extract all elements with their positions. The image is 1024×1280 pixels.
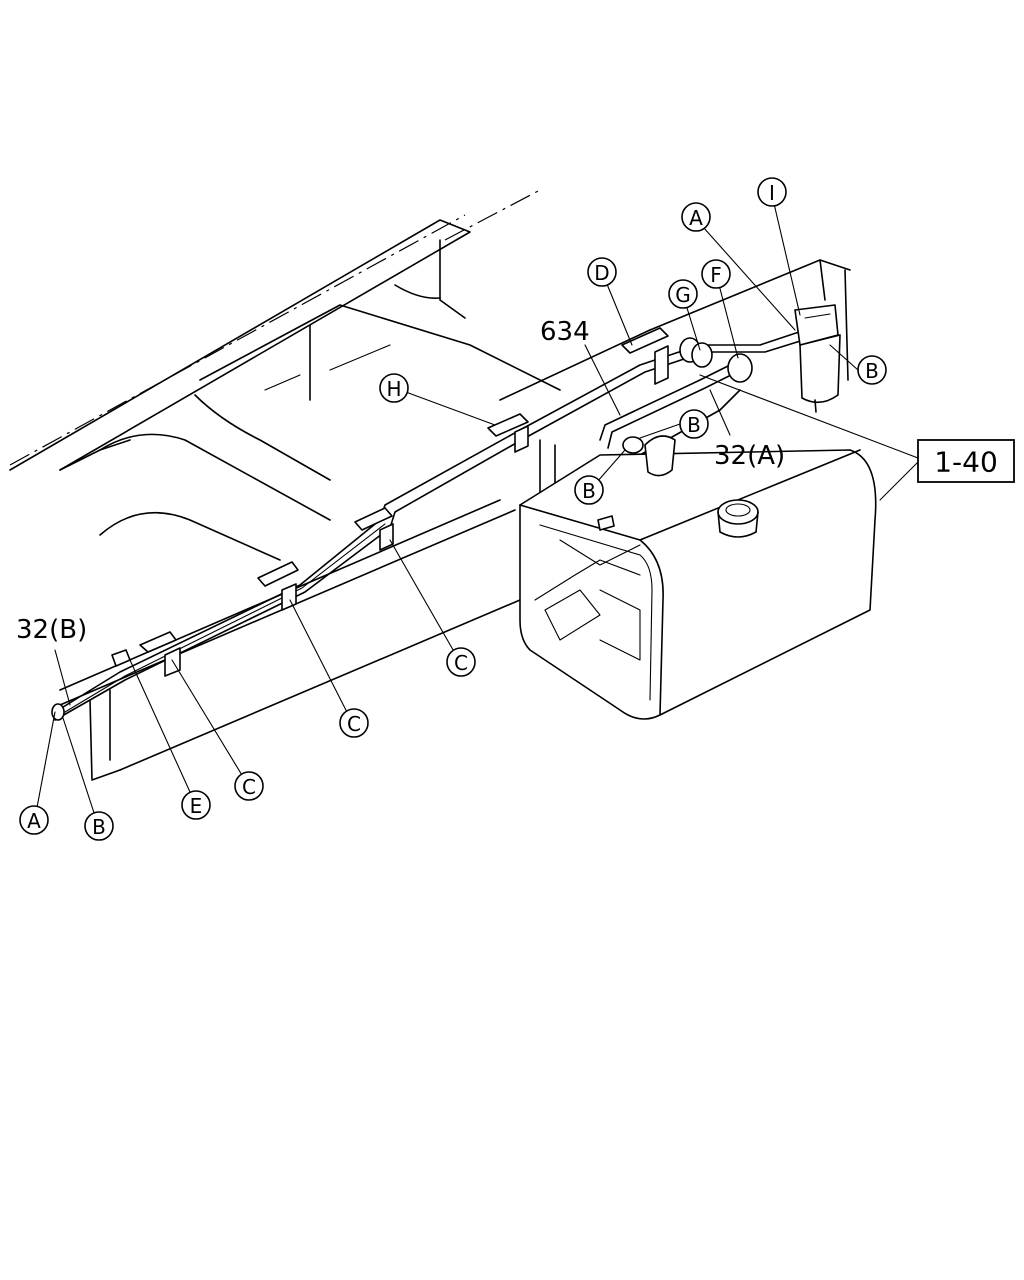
leader-lines <box>34 194 919 826</box>
callout-a-top: A <box>681 202 711 232</box>
svg-text:B: B <box>865 359 879 383</box>
fuel-filter <box>794 304 841 413</box>
callout-c-3: C <box>234 771 264 801</box>
svg-text:C: C <box>347 712 361 736</box>
reference-box: 1-40 <box>917 439 1015 483</box>
svg-text:B: B <box>92 815 106 839</box>
svg-text:D: D <box>594 261 609 285</box>
svg-text:B: B <box>687 413 701 437</box>
part-label-634: 634 <box>540 317 590 347</box>
callout-d-top: D <box>587 257 617 287</box>
callout-b-low: B <box>84 811 114 841</box>
callout-i-top: I <box>757 177 787 207</box>
part-label-32b: 32(B) <box>16 615 87 645</box>
part-label-32a: 32(A) <box>714 441 785 471</box>
callout-h-mid: H <box>379 373 409 403</box>
callout-e-1: E <box>181 790 211 820</box>
svg-text:I: I <box>769 181 775 205</box>
svg-text:F: F <box>710 263 722 287</box>
callout-b-tank: B <box>679 409 709 439</box>
svg-text:A: A <box>689 206 703 230</box>
svg-text:E: E <box>190 794 203 818</box>
callout-b-filter: B <box>857 355 887 385</box>
svg-text:G: G <box>675 283 691 307</box>
fuel-tank <box>519 435 877 720</box>
callout-a-low: A <box>19 805 49 835</box>
callout-c-1: C <box>446 647 476 677</box>
callout-f-top: F <box>701 259 731 289</box>
clamps <box>111 327 669 677</box>
svg-text:B: B <box>582 479 596 503</box>
svg-text:C: C <box>242 775 256 799</box>
callout-g-top: G <box>668 279 698 309</box>
fittings <box>51 337 753 721</box>
callout-c-2: C <box>339 708 369 738</box>
callout-b-tank-2: B <box>574 475 604 505</box>
svg-text:A: A <box>27 809 41 833</box>
svg-text:H: H <box>386 377 401 401</box>
svg-text:C: C <box>454 651 468 675</box>
svg-text:1-40: 1-40 <box>934 446 998 479</box>
